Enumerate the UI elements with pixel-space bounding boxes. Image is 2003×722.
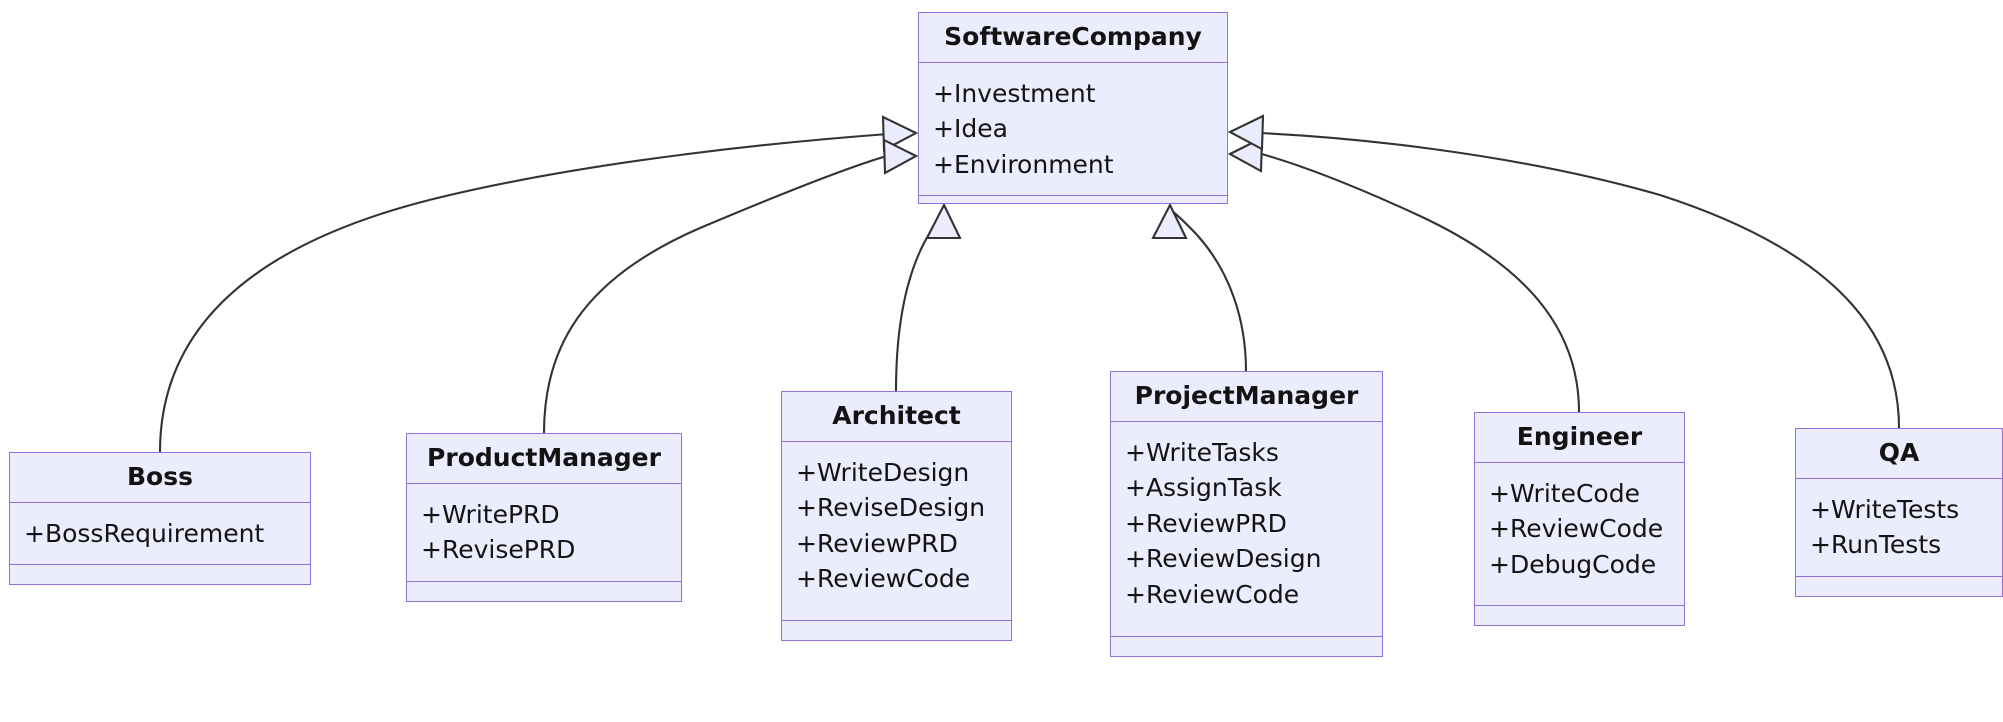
arrowhead-qa <box>1227 114 1265 151</box>
class-methods-engineer <box>1475 606 1684 625</box>
attribute-item: +Environment <box>933 149 1114 179</box>
class-methods-architect <box>782 621 1011 640</box>
arrowhead-boss <box>881 115 919 152</box>
class-title-qa: QA <box>1796 429 2002 479</box>
class-attributes-engineer: +WriteCode +ReviewCode +DebugCode <box>1475 463 1684 606</box>
attribute-item: +ReviewCode <box>796 564 971 593</box>
attribute-item: +RevisePRD <box>421 535 576 564</box>
attribute-item: +ReviewPRD <box>1125 508 1287 538</box>
class-attributes-product-manager: +WritePRD +RevisePRD <box>407 484 681 582</box>
class-box-software-company[interactable]: SoftwareCompany +Investment +Idea +Envir… <box>918 12 1228 204</box>
attribute-item: +BossRequirement <box>24 518 265 548</box>
class-title-product-manager: ProductManager <box>407 434 681 484</box>
class-box-engineer[interactable]: Engineer +WriteCode +ReviewCode +DebugCo… <box>1474 412 1685 626</box>
class-methods-software-company <box>919 196 1227 215</box>
attribute-item: +WriteTasks <box>1125 437 1279 467</box>
class-attributes-project-manager: +WriteTasks +AssignTask +ReviewPRD +Revi… <box>1111 422 1382 637</box>
attribute-item: +ReviewDesign <box>1125 544 1322 573</box>
class-box-product-manager[interactable]: ProductManager +WritePRD +RevisePRD <box>406 433 682 602</box>
attribute-item: +ReviseDesign <box>796 493 986 522</box>
attribute-item: +DebugCode <box>1489 549 1657 579</box>
class-title-project-manager: ProjectManager <box>1111 372 1382 422</box>
attribute-item: +WriteCode <box>1489 478 1640 508</box>
class-box-project-manager[interactable]: ProjectManager +WriteTasks +AssignTask +… <box>1110 371 1383 657</box>
class-attributes-architect: +WriteDesign +ReviseDesign +ReviewPRD +R… <box>782 442 1011 621</box>
attribute-item: +AssignTask <box>1125 473 1282 502</box>
edge-boss <box>158 132 889 453</box>
class-title-software-company: SoftwareCompany <box>919 13 1227 63</box>
class-box-boss[interactable]: Boss +BossRequirement <box>9 452 311 585</box>
arrowhead-engineer <box>1227 136 1264 173</box>
class-box-qa[interactable]: QA +WriteTests +RunTests <box>1795 428 2003 597</box>
class-attributes-qa: +WriteTests +RunTests <box>1796 479 2002 577</box>
attribute-item: +ReviewCode <box>1125 579 1300 609</box>
attribute-item: +ReviewPRD <box>796 528 958 558</box>
attribute-item: +Investment <box>933 78 1096 108</box>
attribute-item: +WriteDesign <box>796 457 970 487</box>
attribute-item: +RunTests <box>1810 530 1942 559</box>
edge-project-manager <box>1171 210 1248 372</box>
class-methods-product-manager <box>407 582 681 601</box>
edge-architect <box>894 211 943 392</box>
attribute-item: +ReviewCode <box>1489 514 1664 543</box>
class-methods-project-manager <box>1111 637 1382 656</box>
class-attributes-boss: +BossRequirement <box>10 503 310 565</box>
attribute-item: +WriteTests <box>1810 494 1960 524</box>
class-methods-qa <box>1796 577 2002 596</box>
class-attributes-software-company: +Investment +Idea +Environment <box>919 63 1227 196</box>
attribute-item: +WritePRD <box>421 499 560 529</box>
class-methods-boss <box>10 565 310 584</box>
class-box-architect[interactable]: Architect +WriteDesign +ReviseDesign +Re… <box>781 391 1012 641</box>
arrowhead-product-manager <box>882 138 919 175</box>
class-title-engineer: Engineer <box>1475 413 1684 463</box>
class-title-boss: Boss <box>10 453 310 503</box>
class-title-architect: Architect <box>782 392 1011 442</box>
attribute-item: +Idea <box>933 114 1008 143</box>
